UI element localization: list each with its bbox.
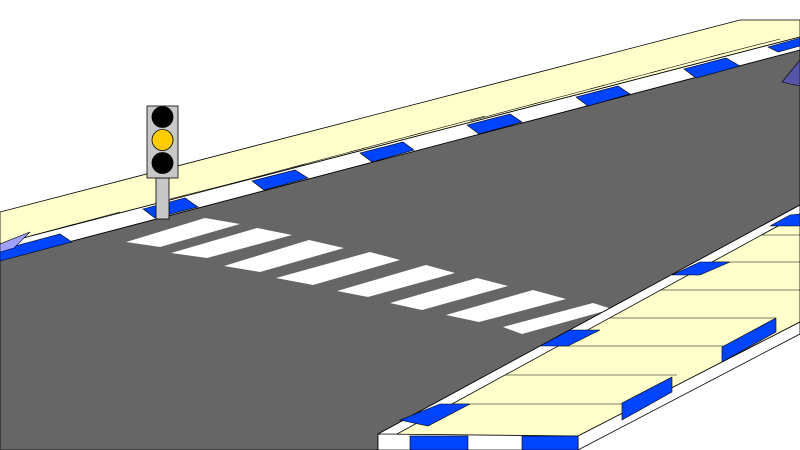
curb-block	[398, 403, 471, 427]
near-sidewalk	[377, 204, 800, 450]
far-sidewalk	[0, 19, 800, 262]
far-curb-blue-blocks	[0, 37, 800, 262]
crosswalk-stripe	[337, 265, 455, 297]
traffic-light-lamp-middle	[151, 129, 174, 151]
traffic-light	[146, 105, 179, 220]
curb-block	[767, 37, 800, 53]
crosswalk-stripe	[390, 278, 508, 310]
crosswalk-stripe	[446, 290, 566, 322]
crosswalk-stripe	[126, 218, 240, 247]
curb-block	[683, 57, 741, 79]
curb-block	[251, 169, 309, 191]
near-front-blue-blocks	[409, 435, 579, 450]
curb-block	[539, 329, 601, 347]
traffic-light-lamp-bottom	[151, 152, 174, 174]
far-sidewalk-top	[0, 19, 800, 245]
traffic-light-pole	[155, 177, 170, 220]
curb-block	[575, 85, 631, 107]
traffic-light-lamp-top	[151, 106, 174, 128]
curb-block	[466, 113, 523, 135]
near-sidewalk-joints	[437, 234, 800, 405]
curb-block	[721, 317, 777, 363]
far-ramp	[0, 231, 31, 253]
curb-block	[0, 233, 73, 262]
curb-block	[671, 261, 731, 276]
curb-block	[409, 435, 469, 450]
crosswalk-stripe	[503, 303, 612, 334]
curb-block	[769, 213, 800, 227]
crosswalk-stripe	[171, 228, 292, 258]
crosswalk-stripe	[224, 240, 344, 272]
crosswalk-stripe	[276, 252, 400, 285]
direction-arrow-icon	[781, 59, 800, 87]
curb-block	[621, 376, 673, 421]
crosswalk	[126, 218, 612, 334]
curb-block	[521, 435, 579, 450]
near-curb-blue-blocks	[398, 213, 800, 427]
curb-block	[359, 141, 415, 163]
near-outer-blue-blocks	[621, 317, 777, 421]
